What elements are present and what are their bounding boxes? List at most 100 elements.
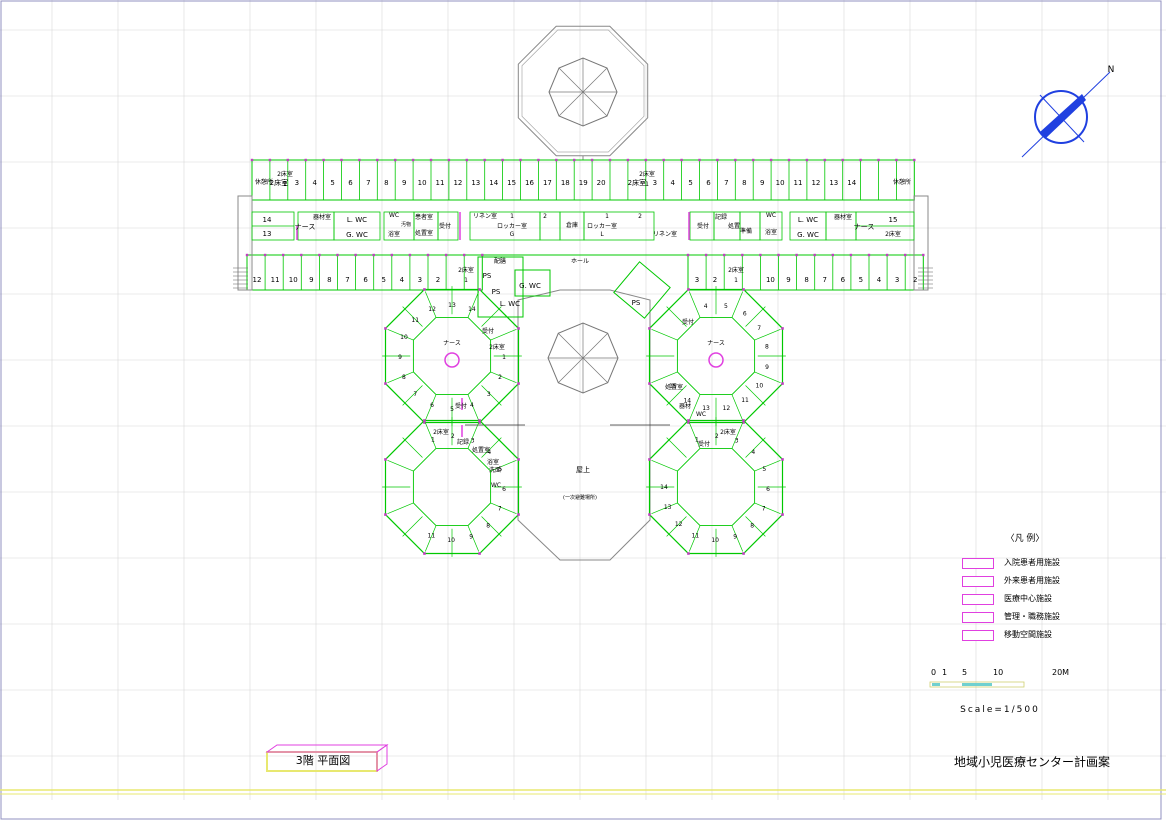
- room-label: 15: [669, 383, 677, 390]
- room-label: 1: [695, 437, 699, 444]
- skylight-rib: [582, 91, 608, 117]
- column-mark: [537, 158, 540, 162]
- room-label: 処置室: [415, 229, 433, 237]
- room-label: 11: [692, 533, 700, 540]
- core-room: [437, 211, 459, 241]
- room-label: 6: [348, 179, 353, 187]
- room-wall: [731, 525, 744, 552]
- column-mark: [384, 458, 387, 461]
- column-mark: [354, 253, 357, 257]
- corridor-band: [251, 199, 915, 256]
- legend-item: 医療中心施設: [962, 593, 1122, 607]
- room-label: G. WC: [797, 231, 819, 239]
- room-wall: [651, 502, 678, 515]
- room-label: 2: [543, 213, 547, 220]
- room-label: 8: [402, 374, 406, 381]
- room-label: 1: [605, 213, 609, 220]
- room-wall: [731, 291, 744, 318]
- room-wall: [754, 371, 781, 384]
- column-mark: [813, 253, 816, 257]
- room-label: L: [600, 231, 604, 238]
- column-mark: [859, 158, 862, 162]
- column-mark: [841, 158, 844, 162]
- west-wing: [237, 195, 253, 291]
- room-wall: [387, 371, 414, 384]
- room-label: 休憩所: [255, 178, 273, 186]
- column-mark: [795, 253, 798, 257]
- room-label: 11: [794, 179, 803, 187]
- room-label: 13: [471, 179, 480, 187]
- room-label: 2: [451, 433, 455, 440]
- column-mark: [686, 253, 690, 257]
- room-label: 5: [330, 179, 334, 187]
- room-label: ナース: [854, 223, 875, 231]
- column-mark: [741, 253, 744, 257]
- room-label: G: [510, 231, 515, 238]
- legend-item: 外来患者用施設: [962, 575, 1122, 589]
- column-mark: [358, 158, 361, 162]
- room-label: 3: [418, 276, 422, 284]
- room-label: G. WC: [519, 282, 541, 290]
- room-label: 3: [653, 179, 657, 187]
- column-mark: [384, 327, 387, 330]
- column-mark: [752, 158, 755, 162]
- room-label: 1: [431, 437, 435, 444]
- scale-tick-label: 0: [931, 668, 937, 677]
- east-service-core: [613, 261, 671, 319]
- room-label: 洗面: [489, 466, 501, 474]
- room-label: 12: [253, 276, 262, 284]
- room-label: ロッカー室: [497, 222, 527, 230]
- room-label: PS: [483, 272, 492, 280]
- column-mark: [922, 253, 925, 257]
- room-label: 9: [765, 364, 769, 371]
- rooftop-outline: [517, 289, 651, 561]
- north-arrow-icon: N: [1021, 65, 1114, 158]
- room-label: 2床室: [277, 170, 293, 178]
- east-wing: [913, 195, 929, 291]
- room-label: L. WC: [798, 216, 818, 224]
- scale-bar: [929, 681, 1025, 688]
- room-label: PS: [492, 288, 501, 296]
- north-cross: [1039, 94, 1085, 143]
- room-label: 受付: [455, 402, 467, 410]
- room-label: 7: [498, 506, 502, 513]
- skylight-rib: [558, 357, 584, 383]
- room-label: 9: [760, 179, 764, 187]
- column-mark: [781, 513, 784, 516]
- room-label: 15: [889, 216, 898, 224]
- column-mark: [769, 158, 773, 162]
- room-label: 12: [723, 405, 731, 412]
- column-mark: [394, 158, 397, 162]
- room-wall: [688, 525, 701, 552]
- room-label: (一次避難場所): [563, 494, 597, 501]
- room-label: 8: [742, 179, 746, 187]
- skylight-rib: [582, 67, 608, 93]
- core-room: [759, 211, 783, 241]
- column-mark: [573, 158, 576, 162]
- column-mark: [734, 158, 737, 162]
- column-mark: [590, 158, 594, 162]
- room-label: 7: [757, 325, 761, 332]
- room-label: 8: [327, 276, 331, 284]
- core-room: [739, 211, 761, 241]
- room-label: 13: [829, 179, 838, 187]
- room-label: 6: [502, 486, 506, 493]
- room-label: 1: [502, 354, 506, 361]
- legend-label: 外来患者用施設: [1004, 576, 1060, 585]
- scale-tick-label: 20M: [1052, 668, 1070, 677]
- room-label: 2床室: [433, 428, 449, 436]
- room-wall: [490, 502, 517, 515]
- room-label: 12: [675, 521, 683, 528]
- room-label: 14: [489, 179, 498, 187]
- column-mark: [300, 253, 303, 257]
- column-mark: [519, 158, 522, 162]
- column-mark: [322, 158, 325, 162]
- room-label: 2: [715, 433, 719, 440]
- column-mark: [245, 253, 249, 257]
- column-mark: [742, 288, 745, 291]
- room-label: 13: [664, 504, 672, 511]
- roof-octagon-inner: [521, 29, 645, 153]
- room-label: 汚物: [401, 221, 411, 228]
- room-label: 7: [366, 179, 370, 187]
- room-wall: [754, 502, 781, 515]
